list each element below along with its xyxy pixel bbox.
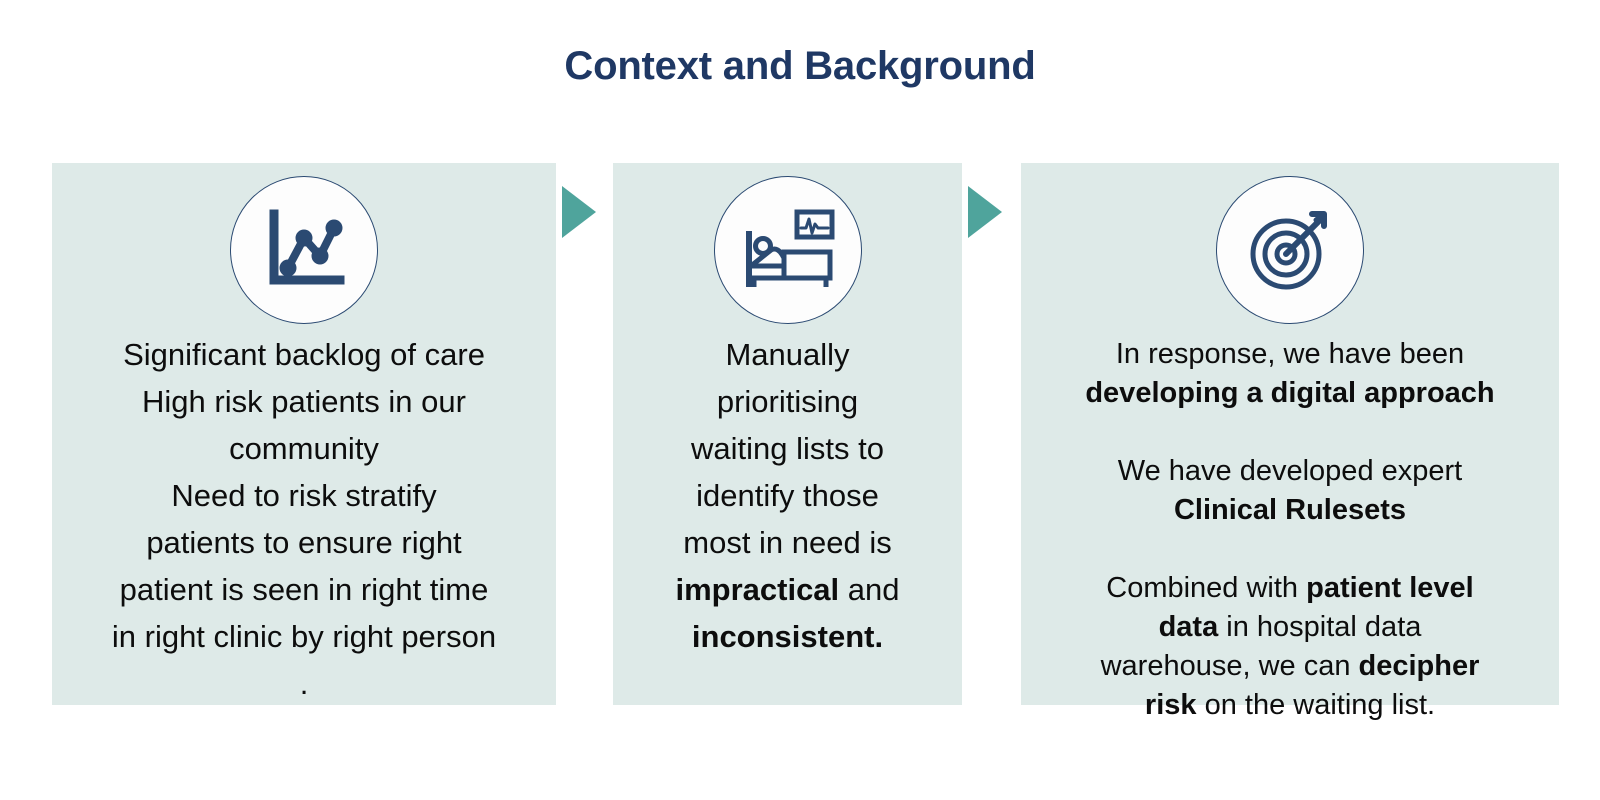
target-arrow-icon (1216, 176, 1364, 324)
panel-body-text: In response, we have been developing a d… (1021, 335, 1559, 725)
text-line-period: . (299, 666, 309, 701)
text-line: Combined with patient level (1039, 569, 1541, 608)
arrow-right-icon (968, 186, 1002, 238)
emphasis-risk: risk (1144, 689, 1197, 721)
panel-body-text: Significant backlog of care High risk pa… (52, 331, 556, 707)
text-line: Clinical Rulesets (1039, 491, 1541, 530)
arrow-right-icon (562, 186, 596, 238)
page-title: Context and Background (564, 44, 1036, 88)
text-run: and (839, 572, 900, 607)
text-line: developing a digital approach (1039, 374, 1541, 413)
emphasis-patient-level: patient level (1306, 572, 1474, 604)
text-line: Manually (725, 337, 850, 372)
text-line: patient is seen in right time (119, 572, 489, 607)
text-line: impractical and (629, 566, 946, 613)
text-line: identify those (696, 478, 879, 513)
text-line: data in hospital data (1039, 608, 1541, 647)
hospital-bed-monitor-icon (713, 176, 862, 324)
text-line: in right clinic by right person (111, 619, 497, 654)
text-line: community (229, 431, 379, 466)
text-run: warehouse, we can (1100, 650, 1359, 682)
text-line: warehouse, we can decipher (1039, 647, 1541, 686)
text-line: Need to risk stratify (171, 478, 437, 513)
emphasis-data: data (1158, 611, 1219, 643)
context-panel-manual-prioritisation: Manually prioritising waiting lists to i… (613, 163, 962, 705)
emphasis-inconsistent: inconsistent. (691, 619, 884, 654)
text-run: in hospital data (1218, 611, 1422, 643)
context-panel-digital-approach: In response, we have been developing a d… (1021, 163, 1559, 721)
context-panel-backlog: Significant backlog of care High risk pa… (52, 163, 556, 705)
text-line: Significant backlog of care (123, 337, 485, 372)
text-line: patients to ensure right (146, 525, 462, 560)
panel-body-text: Manually prioritising waiting lists to i… (613, 331, 962, 660)
emphasis-impractical: impractical (675, 572, 840, 607)
text-run: on the waiting list. (1196, 689, 1436, 721)
paragraph-spacer (1039, 413, 1541, 452)
text-line: most in need is (683, 525, 892, 560)
emphasis-digital-approach: developing a digital approach (1085, 377, 1495, 409)
text-line: waiting lists to (691, 431, 884, 466)
emphasis-clinical-rulesets: Clinical Rulesets (1173, 494, 1407, 526)
text-line: prioritising (716, 384, 859, 419)
text-line: inconsistent. (629, 613, 946, 660)
text-line: In response, we have been (1115, 338, 1465, 370)
line-chart-icon (230, 176, 378, 324)
text-line: We have developed expert (1117, 455, 1463, 487)
text-line: risk on the waiting list. (1039, 686, 1541, 725)
paragraph-spacer (1039, 530, 1541, 569)
emphasis-decipher: decipher (1358, 650, 1480, 682)
text-run: Combined with (1106, 572, 1307, 604)
text-line: High risk patients in our (142, 384, 466, 419)
